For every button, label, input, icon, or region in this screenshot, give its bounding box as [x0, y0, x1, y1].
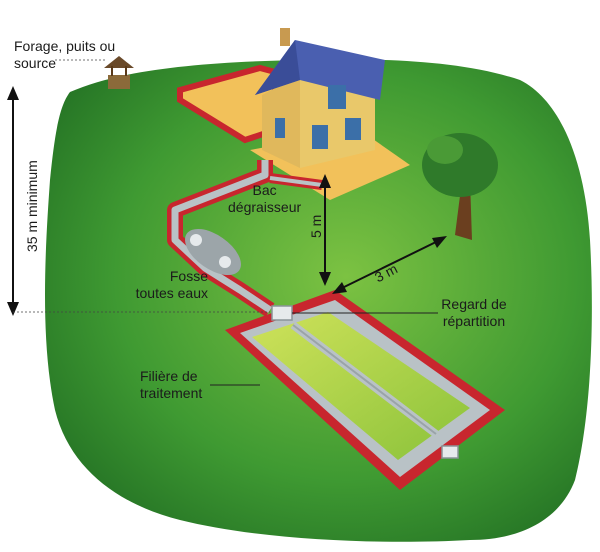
min-distance-arrow — [7, 59, 270, 316]
house-icon — [255, 28, 385, 168]
house-distance-arrow — [319, 174, 331, 286]
tree-distance-arrow — [332, 236, 447, 294]
min-distance-label: 35 m minimum — [24, 160, 40, 252]
treatment-field — [225, 290, 505, 490]
septic-tank-label: Fosse toutes eaux — [135, 268, 208, 301]
septic-tank — [185, 228, 241, 276]
grease-trap-label: Bac dégraisseur — [228, 182, 302, 215]
distribution-box-label: Regard de répartition — [441, 296, 507, 329]
well-icon — [104, 56, 134, 89]
water-source-label: Forage, puits ou source — [14, 38, 116, 71]
tree-icon — [422, 133, 498, 240]
treatment-field-label: Filière de traitement — [140, 368, 203, 401]
distribution-box — [271, 305, 293, 321]
house-distance-label: 5 m — [308, 214, 324, 238]
